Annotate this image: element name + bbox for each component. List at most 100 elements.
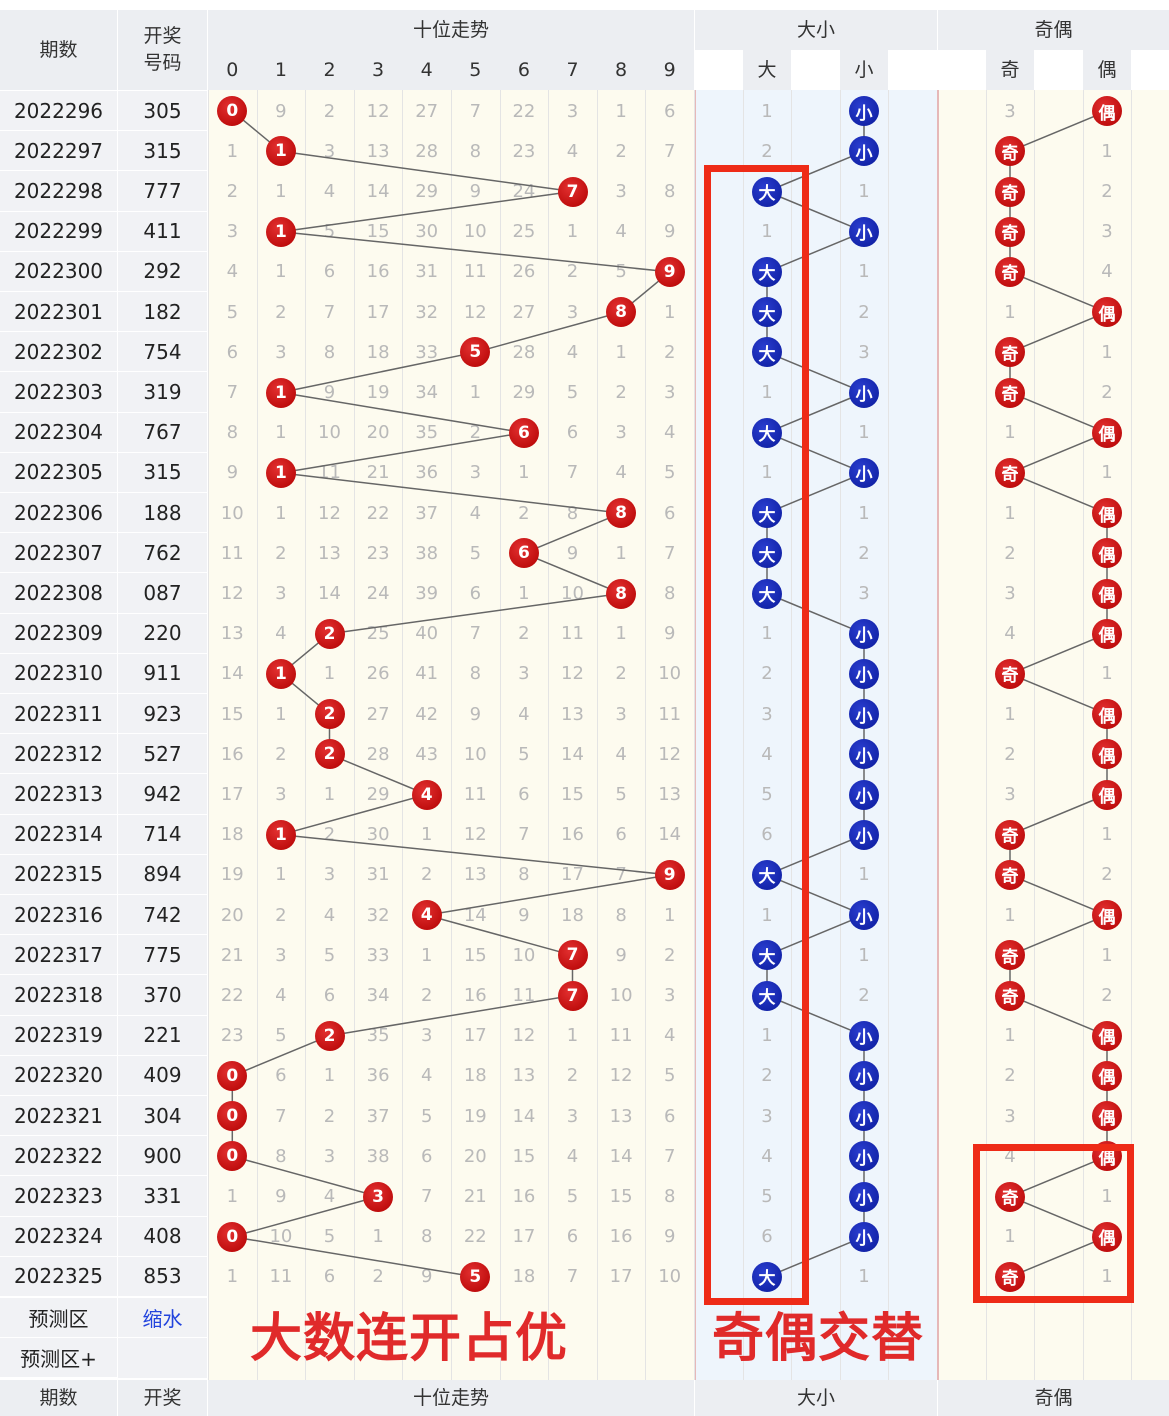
miss-count: 19 [366, 381, 390, 403]
draw-number-cell: 188 [118, 493, 207, 534]
draw-number-cell: 370 [118, 975, 207, 1016]
trend-segment [766, 351, 865, 394]
miss-count: 12 [512, 1025, 536, 1047]
hit-ball: 8 [606, 498, 637, 529]
miss-count: 9 [615, 944, 627, 966]
trend-segment [232, 1155, 379, 1198]
draw-number-cell: 331 [118, 1176, 207, 1217]
trend-segment [426, 874, 670, 916]
miss-count: 5 [663, 462, 676, 484]
miss-count: 15 [609, 1185, 633, 1207]
miss-count: 1 [1101, 663, 1113, 685]
miss-count: 3 [1101, 221, 1113, 243]
miss-count: 22 [220, 984, 244, 1006]
miss-count: 10 [463, 221, 487, 243]
grid-line [986, 90, 987, 1380]
miss-count: 9 [469, 180, 482, 202]
big-ball: 大 [752, 980, 782, 1011]
miss-count: 4 [663, 422, 676, 444]
miss-count: 12 [658, 743, 682, 765]
annotation-big-numbers: 大数连开占优 [250, 1309, 569, 1369]
draw-number-cell: 923 [118, 694, 207, 735]
trend-segment [1009, 311, 1108, 353]
miss-count: 1 [761, 462, 773, 484]
period-cell: 2022325 [0, 1256, 117, 1297]
miss-count: 11 [658, 703, 682, 725]
miss-count: 6 [469, 582, 482, 604]
miss-count: 3 [1004, 582, 1016, 604]
trend-segment [280, 472, 622, 514]
trend-segment [232, 1035, 330, 1077]
odd-ball: 奇 [995, 377, 1025, 408]
miss-count: 2 [1101, 381, 1113, 403]
miss-count: 3 [566, 301, 579, 323]
period-cell: 2022314 [0, 814, 117, 855]
miss-count: 8 [663, 582, 676, 604]
trend-segment [280, 431, 525, 474]
odd-ball: 奇 [995, 819, 1025, 850]
period-cell: 2022312 [0, 734, 117, 775]
miss-count: 2 [420, 984, 433, 1006]
period-cell: 2022313 [0, 774, 117, 815]
miss-count: 30 [366, 824, 390, 846]
miss-count: 9 [420, 1266, 433, 1288]
miss-count: 8 [323, 341, 336, 363]
miss-count: 1 [518, 582, 530, 604]
miss-count: 15 [463, 944, 487, 966]
hit-ball: 1 [265, 377, 296, 408]
miss-count: 2 [275, 301, 287, 323]
miss-count: 4 [615, 743, 627, 765]
miss-count: 16 [609, 1226, 633, 1248]
miss-count: 4 [323, 904, 336, 926]
miss-count: 5 [518, 743, 530, 765]
miss-count: 14 [609, 1145, 633, 1167]
period-cell: 2022310 [0, 653, 117, 694]
trend-segment [1009, 1236, 1108, 1278]
period-cell: 2022304 [0, 412, 117, 453]
miss-count: 1 [275, 502, 287, 524]
miss-count: 6 [323, 984, 336, 1006]
period-cell: 2022301 [0, 292, 117, 333]
period-cell: 2022306 [0, 493, 117, 534]
miss-count: 2 [323, 824, 336, 846]
trend-segment [766, 391, 865, 434]
miss-count: 2 [469, 422, 482, 444]
miss-count: 6 [663, 502, 676, 524]
miss-count: 13 [561, 703, 584, 725]
miss-count: 7 [226, 381, 239, 403]
grid-line [548, 90, 550, 1380]
header-digit-4: 4 [402, 50, 451, 90]
hit-ball: 6 [508, 417, 539, 448]
trend-segment [766, 472, 865, 514]
miss-count: 22 [366, 502, 390, 524]
period-cell: 2022302 [0, 332, 117, 373]
small-ball: 小 [849, 96, 879, 127]
miss-count: 8 [420, 1226, 433, 1248]
draw-number-cell: 408 [118, 1216, 207, 1257]
miss-count: 1 [663, 301, 676, 323]
shrink-link[interactable]: 缩水 [118, 1298, 207, 1338]
miss-count: 7 [323, 301, 336, 323]
miss-count: 20 [366, 422, 390, 444]
miss-count: 2 [858, 984, 870, 1006]
miss-count: 7 [420, 1185, 433, 1207]
miss-count: 1 [1004, 1025, 1016, 1047]
hit-ball: 3 [363, 1181, 394, 1212]
miss-count: 7 [469, 100, 482, 122]
miss-count: 43 [415, 743, 439, 765]
miss-count: 33 [366, 944, 390, 966]
miss-count: 8 [615, 904, 627, 926]
miss-count: 2 [858, 542, 870, 564]
odd-ball: 奇 [995, 980, 1025, 1011]
miss-count: 13 [220, 623, 244, 645]
miss-count: 11 [220, 542, 244, 564]
trend-segment [280, 391, 525, 434]
miss-count: 3 [323, 1145, 336, 1167]
miss-count: 1 [858, 502, 870, 524]
miss-count: 23 [366, 542, 390, 564]
odd-ball: 奇 [995, 940, 1025, 971]
miss-count: 7 [566, 462, 579, 484]
miss-count: 17 [366, 301, 390, 323]
miss-count: 12 [463, 301, 487, 323]
miss-count: 9 [518, 904, 530, 926]
